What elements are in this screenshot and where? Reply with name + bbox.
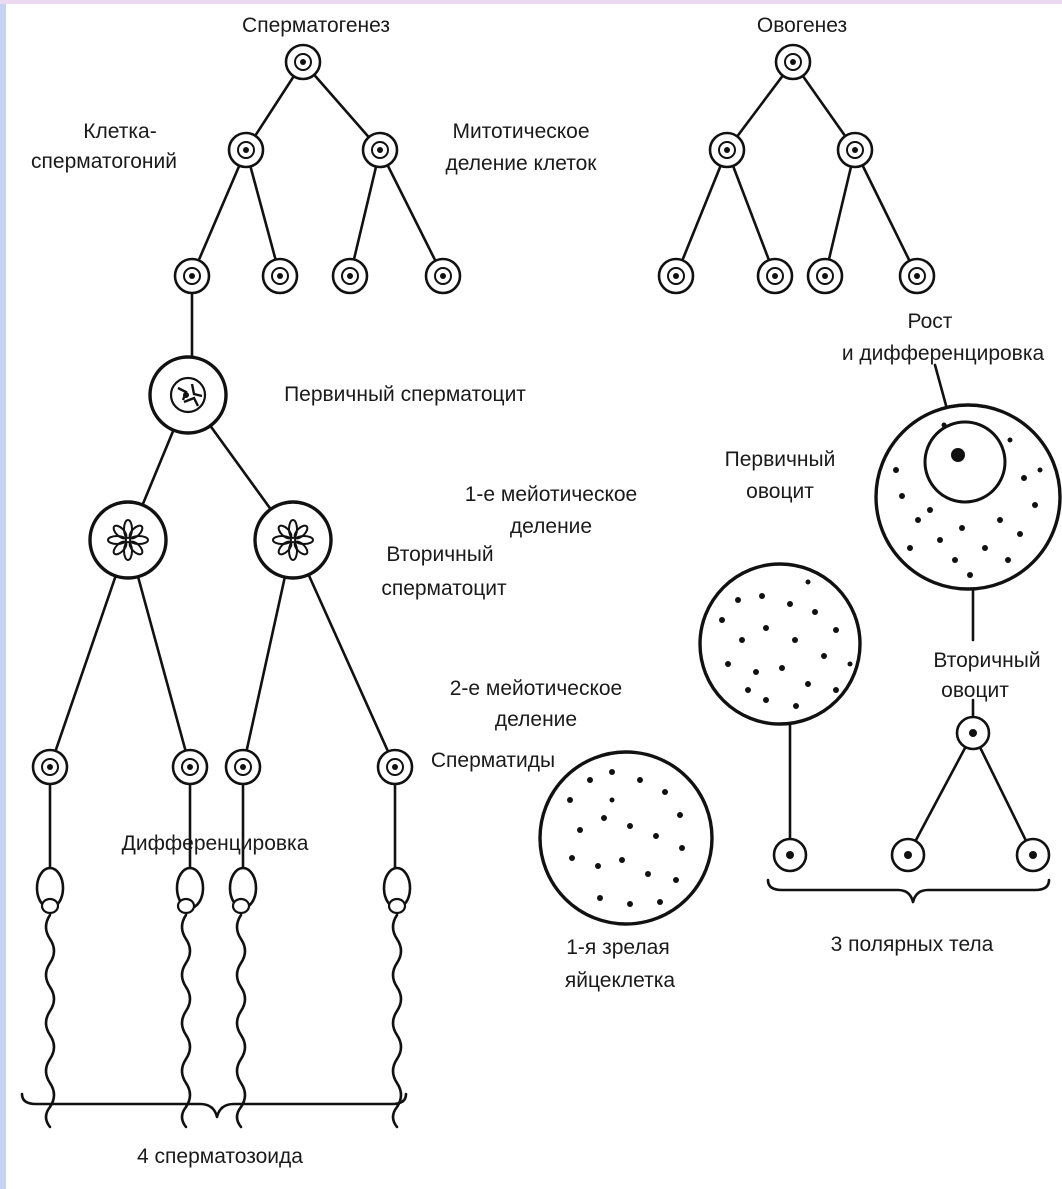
spermatogonium-cell-top (286, 45, 320, 79)
oogonium-cell (838, 133, 872, 167)
label-mitotic-line2: деление клеток (446, 152, 598, 175)
spermatogonium-cell (363, 133, 397, 167)
label-secondary-oocyte-line1: Вторичный (933, 649, 1040, 672)
label-secondary-spermatocyte-line2: сперматоцит (381, 577, 507, 600)
label-meiosis2-line1: 2-е мейотическое (450, 677, 623, 700)
spermatozoon (177, 868, 203, 1127)
spermatid-cell (173, 750, 207, 784)
spermatogonium-cell (263, 259, 297, 293)
label-spermatogenesis: Сперматогенез (242, 14, 390, 37)
spermatozoon (230, 868, 256, 1127)
oogonium-cell (659, 259, 693, 293)
oogonium-cell (808, 259, 842, 293)
label-primary-oocyte-line2: овоцит (746, 480, 814, 503)
label-meiosis2-line2: деление (495, 708, 577, 731)
oogonium-cell (900, 259, 934, 293)
spermatid-cell (226, 750, 260, 784)
spermatogonium-cell (175, 259, 209, 293)
label-oogenesis: Овогенез (757, 14, 847, 37)
polar-body-cell (774, 839, 806, 871)
label-growth-line2: и дифференцировка (842, 342, 1045, 365)
label-mature-egg-line1: 1-я зрелая (566, 936, 669, 959)
spermatid-cell (33, 750, 67, 784)
secondary-oocyte-cell (957, 717, 989, 749)
polar-bodies-brace (768, 880, 1049, 902)
secondary-oocyte-large-cell (700, 564, 860, 724)
label-mitotic-line1: Митотическое (452, 120, 589, 143)
label-mature-egg-line2: яйцеклетка (565, 969, 675, 992)
label-spermatozoa: 4 сперматозоида (137, 1145, 303, 1168)
secondary-spermatocyte-cell (90, 502, 166, 578)
mature-egg-cell (540, 752, 712, 924)
oogonium-cell (758, 259, 792, 293)
spermatogonium-cell (229, 133, 263, 167)
label-spermatids: Сперматиды (431, 749, 555, 772)
label-secondary-spermatocyte-line1: Вторичный (386, 543, 493, 566)
polar-body-cell (892, 839, 924, 871)
spermatogonium-cell (333, 259, 367, 293)
label-growth-line1: Рост (908, 310, 953, 333)
spermatid-cell (378, 750, 412, 784)
label-polar-bodies: 3 полярных тела (831, 933, 994, 956)
label-meiosis1-line2: деление (510, 515, 592, 538)
spermatozoon (384, 868, 410, 1127)
spermatogonium-cell (426, 259, 460, 293)
label-differentiation: Дифференцировка (122, 832, 309, 855)
polar-body-cell (1017, 839, 1049, 871)
label-spermatogonia-line1: Клетка- (83, 120, 156, 143)
oogonium-cell (710, 133, 744, 167)
spermatozoon (37, 868, 63, 1127)
oogonium-cell-top (776, 45, 810, 79)
label-primary-oocyte-line1: Первичный (725, 448, 836, 471)
label-secondary-oocyte-line2: овоцит (941, 679, 1009, 702)
spermatozoa-brace (22, 1094, 406, 1117)
primary-oocyte-cell (876, 405, 1060, 589)
label-primary-spermatocyte: Первичный сперматоцит (284, 383, 526, 406)
secondary-spermatocyte-cell (255, 502, 331, 578)
primary-spermatocyte-cell (150, 357, 226, 433)
label-spermatogonia-line2: сперматогоний (31, 150, 177, 173)
left-border-accent (0, 0, 6, 1189)
diagram-labels: Сперматогенез Овогенез Клетка- сперматог… (31, 14, 1044, 1168)
spermatogenesis-lines (50, 62, 443, 870)
label-meiosis1-line1: 1-е мейотическое (465, 483, 638, 506)
top-border-accent (0, 0, 1062, 4)
